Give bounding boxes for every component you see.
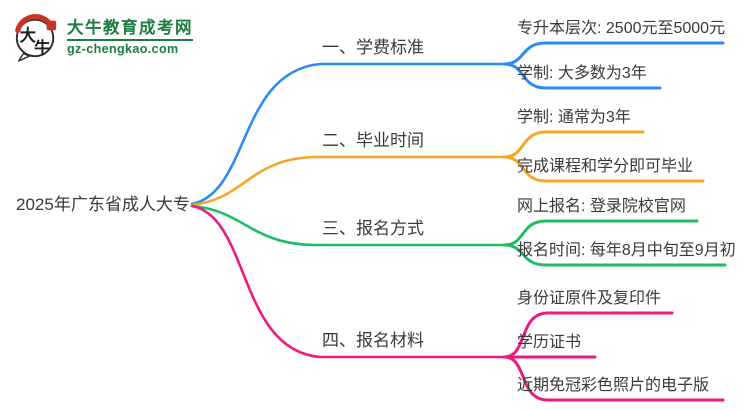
branch-1-line [190, 62, 510, 206]
branch-1-child-1-underline [502, 41, 725, 66]
root-node: 2025年广东省成人大专 [16, 195, 190, 214]
site-logo: 大 牛 大牛教育成考网 gz-chengkao.com [12, 12, 193, 62]
logo-char-niu: 牛 [34, 38, 50, 57]
branch-2-child-2-underline [502, 155, 705, 183]
branch-1-child-1-label: 专升本层次: 2500元至5000元 [517, 20, 726, 37]
branch-3-label: 三、报名方式 [322, 219, 424, 238]
branch-2-line [190, 155, 510, 207]
branch-4-child-2-label: 学历证书 [517, 334, 582, 351]
branch-4-label: 四、报名材料 [322, 331, 424, 350]
branch-1-child-2-underline [502, 62, 662, 90]
branch-2-child-1-underline [502, 130, 645, 159]
branch-1-child-2-label: 学制: 大多数为3年 [517, 65, 647, 82]
branch-4-line [190, 204, 510, 359]
branch-3-child-2-underline [502, 243, 727, 267]
branch-4-child-1-label: 身份证原件及复印件 [517, 290, 662, 307]
site-name: 大牛教育成考网 [67, 18, 193, 37]
branch-3-child-1-label: 网上报名: 登录院校官网 [517, 198, 686, 215]
site-domain: gz-chengkao.com [67, 38, 193, 57]
branch-2-child-2-label: 完成课程和学分即可毕业 [517, 158, 694, 175]
branch-2-label: 二、毕业时间 [322, 131, 424, 150]
branch-1-label: 一、学费标准 [322, 38, 424, 57]
logo-text-block: 大牛教育成考网 gz-chengkao.com [67, 18, 193, 57]
branch-3-line [190, 204, 510, 247]
bull-speech-bubble-icon: 大 牛 [15, 14, 57, 62]
logo-char-da: 大 [20, 26, 37, 45]
branch-4-child-3-underline [502, 355, 725, 402]
branch-4-child-3-label: 近期免冠彩色照片的电子版 [517, 377, 710, 394]
branch-3-child-2-label: 报名时间: 每年8月中旬至9月初 [517, 242, 736, 259]
branch-4-child-1-underline [502, 311, 674, 359]
branch-2-child-1-label: 学制: 通常为3年 [517, 109, 631, 126]
